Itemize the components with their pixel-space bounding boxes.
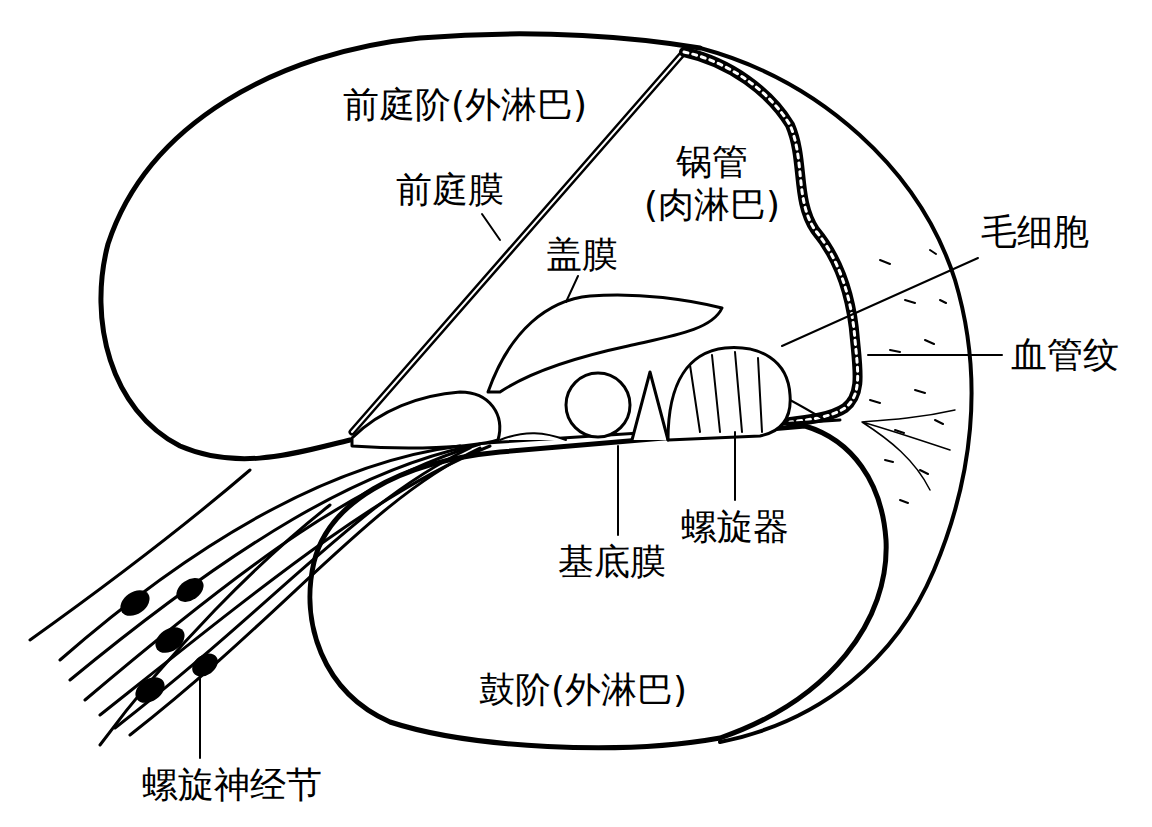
- spiral-limbus: [352, 392, 500, 448]
- leader-lines: [200, 214, 1002, 758]
- part-label: 前庭膜: [396, 168, 504, 211]
- part-label: 螺旋神经节: [142, 763, 322, 806]
- part-label: 毛细胞: [981, 210, 1089, 253]
- part-label: 螺旋器: [681, 505, 789, 548]
- spiral-ligament: [862, 250, 955, 503]
- part-label: 基底膜: [558, 540, 666, 583]
- spiral-ganglion-cells: [116, 573, 223, 708]
- region-label: 锅管 (肉淋巴): [637, 140, 787, 226]
- organ-of-corti: [500, 348, 825, 440]
- scala-tympani-wall: [310, 426, 886, 748]
- part-label: 血管纹: [1011, 333, 1119, 376]
- part-label: 盖膜: [546, 233, 618, 276]
- nerve-fibres: [30, 444, 490, 745]
- scala-vestibuli-wall: [101, 34, 700, 459]
- region-label: 鼓阶(外淋巴): [479, 668, 687, 711]
- region-label: 前庭阶(外淋巴): [343, 83, 587, 126]
